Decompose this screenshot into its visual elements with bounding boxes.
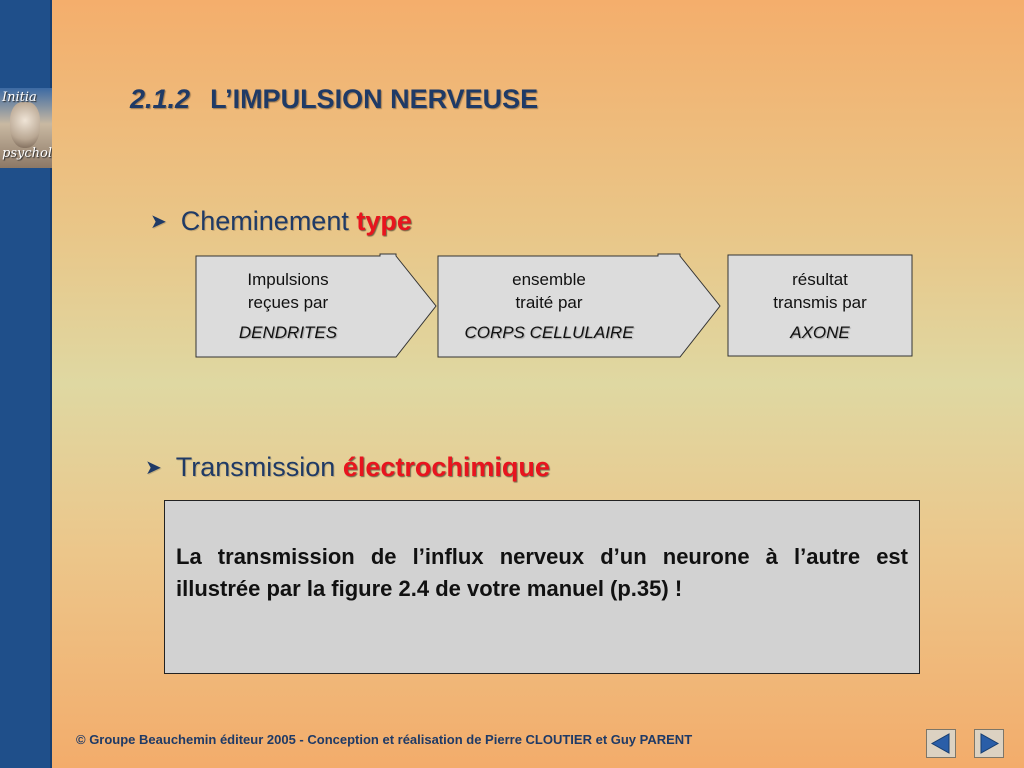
flow-box-3 <box>727 254 913 357</box>
logo-text-bottom: psycholo <box>2 146 52 161</box>
flow-step-line1: Impulsions <box>247 270 329 289</box>
flow-step-3: résultat transmis par AXONE <box>730 268 910 344</box>
flow-step-line2: transmis par <box>773 293 867 312</box>
note-text: La transmission de l’influx nerveux d’un… <box>176 544 908 601</box>
title-text: L’IMPULSION NERVEUSE <box>210 84 539 114</box>
flow-shapes <box>195 253 913 358</box>
bullet-arrow-icon: ➤ <box>145 457 162 479</box>
flow-step-2: ensemble traité par CORPS CELLULAIRE <box>440 268 658 344</box>
flow-step-line2: reçues par <box>247 293 329 312</box>
note-box: La transmission de l’influx nerveux d’un… <box>164 500 920 674</box>
title-number: 2.1.2 <box>130 84 191 114</box>
flow-arrow-box-2 <box>437 253 721 358</box>
logo-text-top: Initia <box>2 90 37 105</box>
flow-step-emphasis: CORPS CELLULAIRE <box>464 323 634 342</box>
bullet-text: Cheminement <box>180 206 357 236</box>
bullet-arrow-icon: ➤ <box>150 211 167 233</box>
next-slide-button[interactable] <box>974 729 1004 758</box>
bullet-accent: type <box>356 206 412 236</box>
page-title: 2.1.2 L’IMPULSION NERVEUSE <box>130 84 538 115</box>
flow-step-emphasis: AXONE <box>790 323 850 342</box>
copyright-footer: © Groupe Beauchemin éditeur 2005 - Conce… <box>76 732 693 747</box>
bullet-transmission: ➤ Transmission électrochimique <box>145 452 550 483</box>
flow-step-1: Impulsions reçues par DENDRITES <box>196 268 380 344</box>
flow-step-line1: ensemble <box>512 270 586 289</box>
flow-step-line2: traité par <box>515 293 583 312</box>
previous-slide-button[interactable] <box>926 729 956 758</box>
flow-arrow-box-1 <box>195 253 437 358</box>
triangle-right-icon <box>980 733 1000 754</box>
flow-step-emphasis: DENDRITES <box>238 323 338 342</box>
bullet-cheminement: ➤ Cheminement type <box>150 206 412 237</box>
triangle-left-icon <box>930 733 950 754</box>
bullet-text: Transmission <box>175 452 343 482</box>
bullet-accent: électrochimique <box>342 452 550 482</box>
flow-step-line1: résultat <box>792 270 848 289</box>
sidebar-bar: Initia psycholo <box>0 0 52 768</box>
portrait-image <box>10 102 40 148</box>
course-logo: Initia psycholo <box>0 88 52 168</box>
